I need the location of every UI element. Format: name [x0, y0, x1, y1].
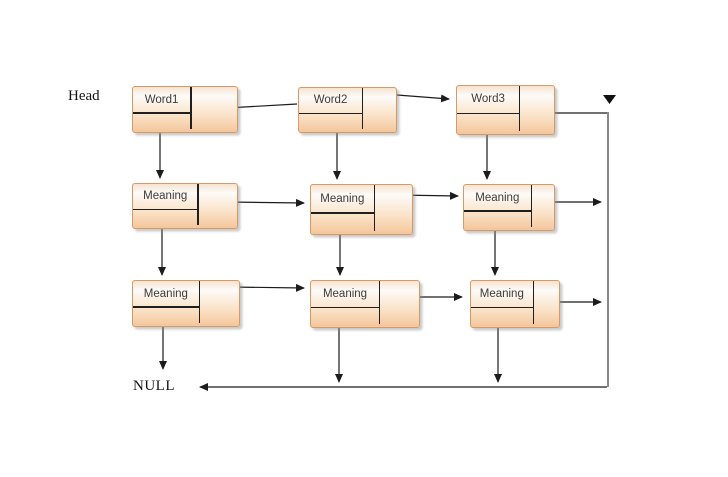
node-divider-horizontal	[133, 306, 199, 308]
node-divider-vertical	[373, 185, 375, 231]
node-divider-horizontal	[471, 306, 533, 309]
node-meaning-1-2-label: Meaning	[143, 287, 188, 300]
arrow-meaning-1-2-next	[229, 283, 305, 292]
node-divider-vertical	[530, 185, 532, 227]
node-meaning-2-1-label: Meaning	[320, 192, 365, 205]
node-divider-horizontal	[133, 208, 198, 211]
node-word3: Word3	[456, 85, 555, 135]
node-divider-vertical	[379, 281, 381, 324]
node-meaning-3-2-label: Meaning	[479, 287, 524, 300]
node-meaning-1-1: Meaning	[132, 183, 238, 229]
head-label: Head	[68, 88, 100, 104]
connector-top-triangle-icon	[603, 95, 616, 104]
null-label: NULL	[133, 378, 175, 394]
node-meaning-3-1-label: Meaning	[475, 191, 520, 204]
arrow-word2-next	[396, 94, 450, 103]
node-meaning-2-2: Meaning	[310, 280, 420, 328]
node-meaning-2-1: Meaning	[310, 184, 413, 235]
node-divider-vertical	[197, 184, 199, 225]
node-divider-horizontal	[464, 210, 531, 212]
node-word2: Word2	[298, 87, 397, 133]
node-divider-vertical	[362, 88, 364, 129]
arrow-meaning-1-1-next	[227, 198, 305, 207]
node-divider-horizontal	[311, 212, 374, 214]
node-word2-label: Word2	[313, 94, 348, 107]
node-divider-horizontal	[299, 112, 363, 115]
node-divider-horizontal	[311, 306, 380, 309]
node-word3-label: Word3	[471, 93, 505, 106]
node-word1-label: Word1	[144, 93, 179, 106]
node-meaning-1-1-label: Meaning	[143, 190, 188, 203]
node-divider-vertical	[519, 86, 521, 131]
node-meaning-3-1: Meaning	[463, 184, 555, 231]
node-divider-horizontal	[457, 112, 520, 115]
node-divider-vertical	[190, 87, 192, 129]
node-divider-vertical	[532, 281, 534, 324]
node-meaning-2-2-label: Meaning	[322, 287, 368, 300]
node-meaning-3-2: Meaning	[470, 280, 560, 328]
node-meaning-1-2: Meaning	[132, 280, 240, 327]
node-divider-horizontal	[133, 112, 191, 114]
node-word1: Word1	[132, 86, 238, 133]
arrow-word1-next	[226, 103, 298, 109]
node-divider-vertical	[198, 281, 201, 323]
